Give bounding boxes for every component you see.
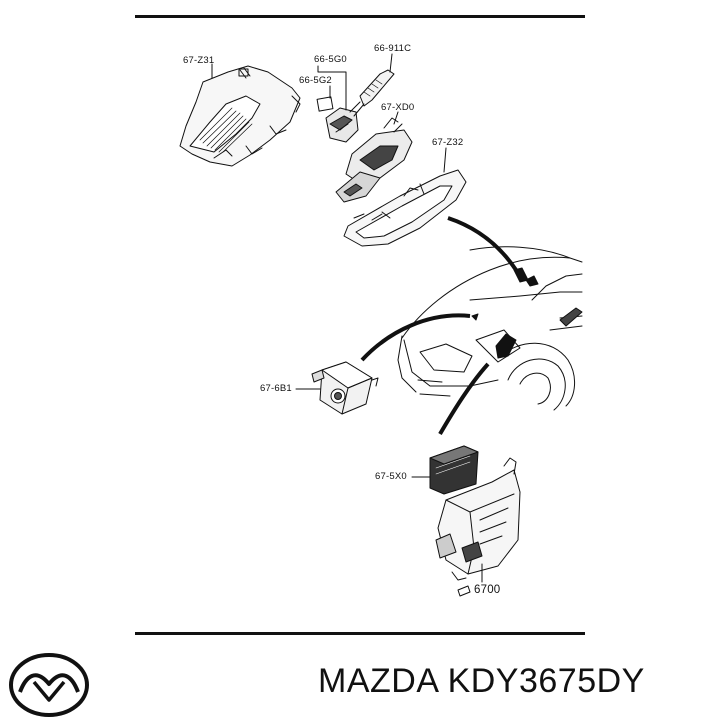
callout-66911c: 66-911C (374, 43, 412, 54)
console-panel-part (343, 169, 467, 247)
connector-arc-cover (438, 362, 490, 436)
microphone-part (349, 69, 395, 117)
callout-665g0: 66-5G0 (314, 54, 347, 65)
leader-67xd0 (393, 111, 399, 125)
callout-67xd0: 67-XD0 (381, 102, 415, 113)
control-module-bracket-part (435, 457, 521, 581)
mazda-logo-icon (9, 653, 89, 717)
bolt-icon (457, 585, 471, 597)
connector-arc-sensor (360, 313, 471, 362)
car-outline-part (397, 246, 583, 411)
bottom-divider (135, 632, 585, 635)
callout-67z31: 67-Z31 (183, 55, 215, 66)
leader-665g0 (317, 65, 347, 111)
leader-66911c (389, 53, 393, 73)
remote-key-part (316, 96, 359, 143)
connector-arc-panel (447, 216, 518, 272)
callout-67z32: 67-Z32 (432, 137, 464, 148)
fuse-cover-part (429, 445, 479, 495)
brand-part-number: MAZDA KDY3675DY (318, 662, 645, 700)
rain-sensor-part (311, 361, 379, 415)
callout-676b1: 67-6B1 (260, 383, 292, 394)
callout-6700: 6700 (474, 584, 501, 596)
callout-665g2: 66-5G2 (299, 75, 332, 86)
overhead-console-cover-part (179, 65, 301, 167)
top-divider (135, 15, 585, 18)
map-lamp-housing-part (335, 117, 413, 203)
leader-67z32 (443, 147, 447, 173)
callout-675x0: 67-5X0 (375, 471, 407, 482)
